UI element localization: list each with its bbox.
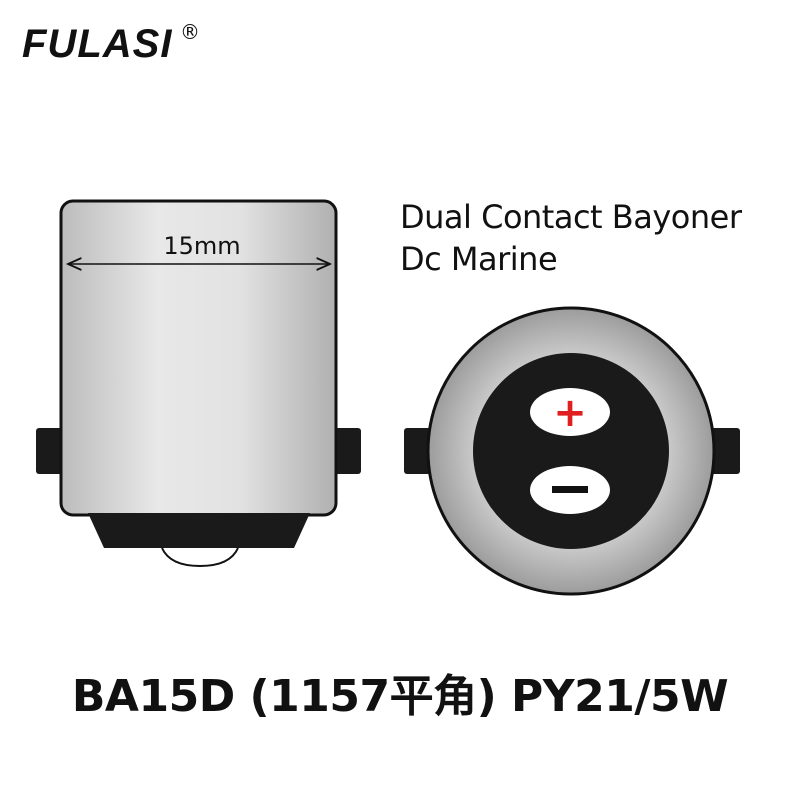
registered-mark: ®	[180, 20, 200, 44]
side-contact	[161, 547, 239, 568]
description-line-1: Dual Contact Bayoner	[400, 198, 742, 236]
dimension-label: 15mm	[163, 232, 240, 260]
negative-symbol-mark	[552, 486, 588, 493]
model-label: BA15D (1157平角) PY21/5W	[71, 671, 729, 722]
bulb-end-view: +	[404, 306, 740, 596]
end-insulator-disc	[473, 353, 669, 549]
side-pin-right	[333, 428, 361, 474]
bulb-description: Dual Contact Bayoner Dc Marine	[400, 196, 742, 280]
positive-symbol: +	[553, 390, 587, 436]
brand-logo: FULASI	[22, 22, 173, 66]
positive-contact	[530, 388, 610, 436]
description-line-2: Dc Marine	[400, 240, 558, 278]
bulb-side-view: 15mm	[36, 199, 361, 568]
side-insulator	[88, 513, 310, 548]
side-pin-left	[36, 428, 64, 474]
